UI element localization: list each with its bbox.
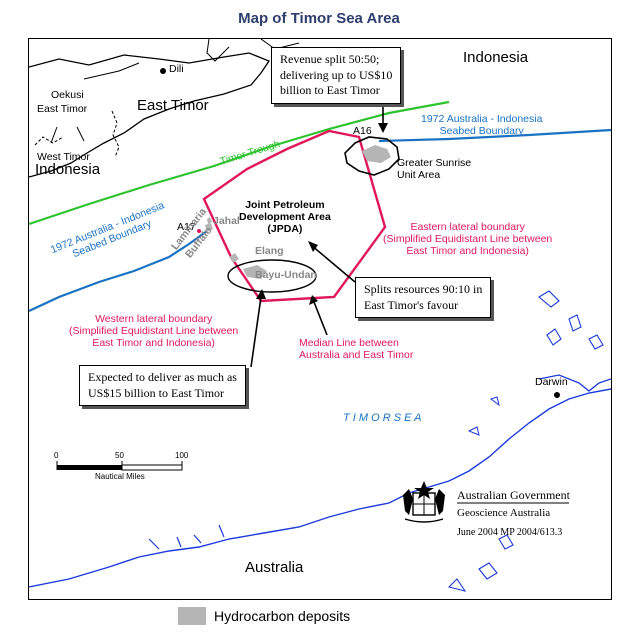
credit-org: Geoscience Australia (457, 507, 551, 519)
darwin-coast (538, 374, 611, 392)
seabed-boundary-east (378, 128, 611, 143)
revenue-callout: Revenue split 50:50; delivering up to US… (271, 47, 402, 104)
islands-south (447, 534, 514, 592)
scale-bar-black (57, 465, 122, 470)
revenue-arrowhead (378, 123, 388, 133)
indonesia-label-north: Indonesia (463, 49, 529, 66)
scale-bar-white (121, 464, 183, 471)
darwin-dot (554, 392, 560, 398)
a17-label: A17 (177, 221, 196, 233)
a16-label: A16 (353, 125, 372, 137)
greater-sunrise-area (344, 136, 400, 176)
oekusi-label: Oekusi (51, 89, 84, 101)
expected-arrowhead (256, 289, 266, 299)
expected-arrow (250, 296, 262, 368)
islands-east (538, 290, 604, 350)
splits-arrowhead (308, 241, 318, 252)
timor-sea-label: T I M O R S E A (343, 412, 422, 424)
seabed-boundary-east-label: 1972 Australia - Indonesia Seabed Bounda… (421, 113, 543, 138)
australia-label: Australia (245, 559, 304, 576)
timor-trough-line (29, 100, 450, 226)
jpda-boundary (202, 129, 387, 303)
oekusi-pointer (50, 126, 58, 144)
splits-callout: Splits resources 90:10 in East Timor's f… (355, 277, 492, 319)
jpda-label: Joint Petroleum Development Area (JPDA) (239, 199, 331, 236)
bayu-undan-deposit (243, 265, 267, 279)
timor-coastline (29, 52, 270, 178)
splits-arrow (310, 244, 356, 283)
west-timor-label: West Timor (37, 151, 90, 163)
indonesia-label-west: Indonesia (35, 161, 101, 178)
reef-1 (467, 396, 500, 436)
dili-label: Dili (169, 63, 184, 75)
median-arrow (313, 301, 328, 336)
australia-coastline (29, 388, 611, 588)
darwin-label: Darwin (535, 376, 568, 388)
elang-label: Elang (255, 245, 284, 257)
seabed-boundary-west (29, 230, 208, 312)
coat-of-arms-icon (403, 481, 445, 523)
border-dashed-1 (111, 110, 120, 158)
legend-label: Hydrocarbon deposits (214, 608, 351, 624)
legend-swatch (178, 607, 206, 625)
greater-sunrise-deposit (362, 145, 391, 163)
legend: Hydrocarbon deposits (178, 606, 350, 626)
bayu-undan-ellipse (227, 259, 317, 293)
east-timor-small-label: East Timor (37, 103, 88, 115)
credit-agency: Australian Government (457, 488, 570, 502)
scale-tick-label-50: 50 (115, 451, 124, 460)
east-timor-label: East Timor (137, 97, 209, 114)
map-title: Map of Timor Sea Area (238, 10, 400, 27)
jahal-label: Jahal (213, 215, 240, 227)
a17-dot (197, 229, 201, 233)
scale-tick-label-100: 100 (175, 451, 189, 460)
coast-detail-1 (148, 524, 225, 550)
eastern-lateral-label: Eastern lateral boundary (Simplified Equ… (383, 221, 553, 258)
scale-unit-label: Nautical Miles (95, 472, 145, 481)
map-canvas[interactable]: Indonesia Dili Oekusi East Timor East Ti… (28, 38, 612, 600)
median-line-label: Median Line between Australia and East T… (299, 337, 414, 362)
expected-callout: Expected to deliver as much as US$15 bil… (79, 365, 246, 407)
greater-sunrise-label: Greater Sunrise Unit Area (397, 157, 472, 182)
dili-dot (160, 68, 166, 74)
elang-deposit (229, 253, 239, 263)
jahal-deposit (207, 217, 212, 224)
median-arrowhead (309, 295, 318, 305)
border-dashed-2 (34, 136, 64, 146)
bayu-undan-label: Bayu-Undan (255, 269, 317, 281)
timor-coastline-north (83, 62, 140, 80)
credit-ref: June 2004 MP 2004/613.3 (457, 527, 563, 538)
oekusi-pointer-2 (76, 126, 85, 142)
laminaria-deposit (205, 223, 213, 232)
western-lateral-label: Western lateral boundary (Simplified Equ… (69, 313, 239, 350)
map-graphics (29, 39, 611, 592)
scale-tick-label-0: 0 (54, 451, 59, 460)
